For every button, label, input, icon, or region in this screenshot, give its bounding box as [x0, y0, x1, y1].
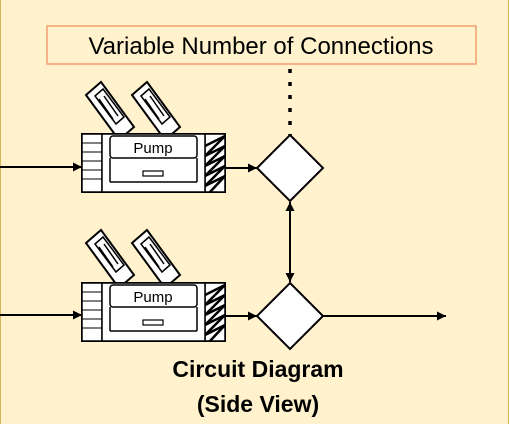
syringe-icon [130, 80, 182, 142]
pump-icon: Pump [81, 282, 226, 342]
caption-line-2: (Side View) [197, 391, 319, 417]
junction-diamond-bottom [255, 281, 325, 351]
pump-label: Pump [133, 140, 172, 157]
pump-icon: Pump [81, 133, 226, 193]
syringe-icon [84, 80, 136, 142]
junction-diamond-top [255, 133, 325, 203]
pump-label: Pump [133, 289, 172, 306]
caption-line-1: Circuit Diagram [172, 356, 343, 382]
pump-2: Pump [81, 228, 226, 342]
pump-1: Pump [81, 80, 226, 193]
syringe-icon [84, 228, 136, 290]
header-label-box: Variable Number of Connections [46, 25, 477, 65]
syringe-icon [130, 228, 182, 290]
header-label: Variable Number of Connections [88, 33, 433, 60]
